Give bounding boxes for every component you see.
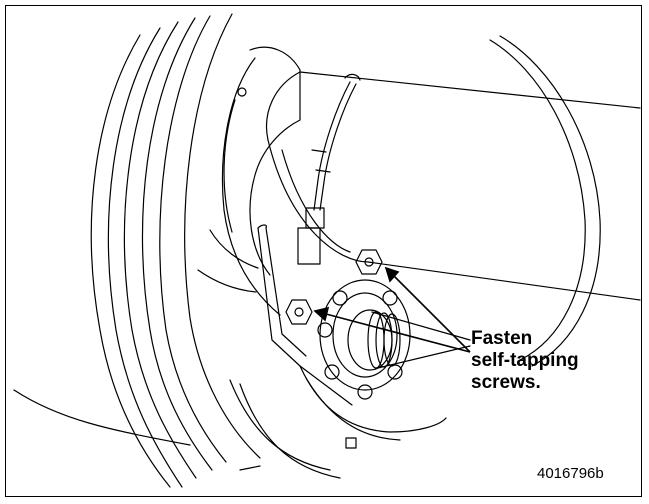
callout-line-2: self-tapping (471, 350, 579, 371)
brake-housing (197, 46, 301, 316)
mounting-bracket (257, 224, 353, 406)
callout-line-3: screws. (471, 372, 541, 393)
figure-frame (5, 5, 642, 497)
lower-cover (229, 365, 447, 479)
callout-arrows (313, 266, 471, 353)
callout-line-1: Fasten (471, 328, 533, 349)
hub-assembly (319, 279, 471, 391)
tire-outline (90, 13, 261, 488)
self-tapping-screw-lower (285, 299, 313, 325)
fender-arc (489, 35, 601, 367)
self-tapping-screw-upper (355, 249, 383, 275)
wheel-studs (317, 290, 403, 400)
figure-id-label: 4016796b (537, 465, 604, 482)
axle-tube (266, 71, 641, 301)
sensor-cable (297, 73, 361, 265)
callout-text: Fasten self-tapping screws. (471, 328, 579, 394)
ground-line (13, 389, 191, 446)
